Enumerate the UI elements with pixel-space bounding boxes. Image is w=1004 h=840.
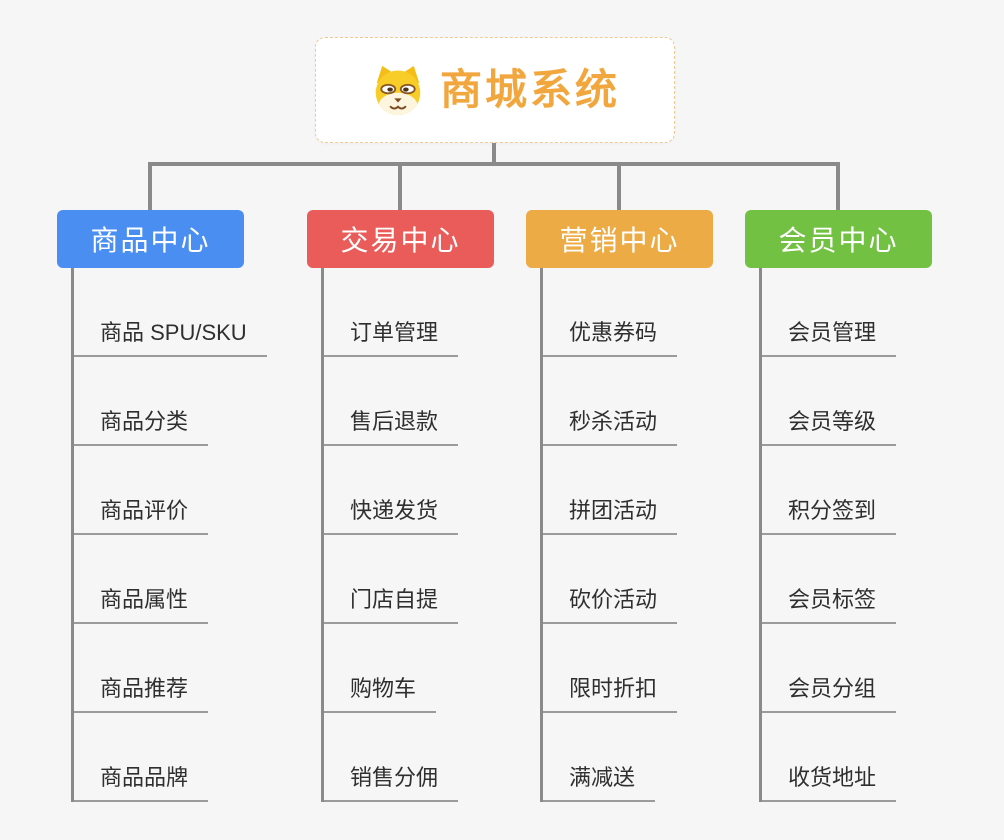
leaf-node-product-spu-sku[interactable]: 商品 SPU/SKU — [74, 320, 267, 357]
leaf-node-shopping-cart[interactable]: 购物车 — [324, 676, 437, 713]
branch-node-marketing-center[interactable]: 营销中心 — [526, 210, 713, 268]
branch-node-product-center[interactable]: 商品中心 — [57, 210, 244, 268]
leaf-node-member-management[interactable]: 会员管理 — [762, 320, 897, 357]
connector-vertical-1 — [148, 164, 152, 210]
leaf-node-store-pickup[interactable]: 门店自提 — [324, 587, 459, 624]
leaf-node-limited-discount[interactable]: 限时折扣 — [543, 676, 678, 713]
shiba-dog-icon — [375, 65, 421, 116]
connector-horizontal — [148, 162, 840, 166]
leaf-node-express-delivery[interactable]: 快递发货 — [324, 498, 459, 535]
branch-node-trade-center[interactable]: 交易中心 — [307, 210, 494, 268]
leaf-node-full-reduction[interactable]: 满减送 — [543, 765, 656, 802]
leaf-node-member-tags[interactable]: 会员标签 — [762, 587, 897, 624]
branch-trunk-member-center: 会员管理 会员等级 积分签到 会员标签 会员分组 收货地址 — [759, 268, 897, 802]
leaf-node-after-sale-refund[interactable]: 售后退款 — [324, 409, 459, 446]
leaf-node-product-review[interactable]: 商品评价 — [74, 498, 209, 535]
leaf-node-product-category[interactable]: 商品分类 — [74, 409, 209, 446]
branch-trunk-trade-center: 订单管理 售后退款 快递发货 门店自提 购物车 销售分佣 — [321, 268, 459, 802]
leaf-node-flash-sale[interactable]: 秒杀活动 — [543, 409, 678, 446]
leaf-node-order-management[interactable]: 订单管理 — [324, 320, 459, 357]
root-title: 商城系统 — [439, 66, 620, 113]
root-node[interactable]: 商城系统 — [315, 37, 675, 143]
branch-node-member-center[interactable]: 会员中心 — [745, 210, 932, 268]
leaf-node-coupon-code[interactable]: 优惠券码 — [543, 320, 678, 357]
leaf-node-bargain-activity[interactable]: 砍价活动 — [543, 587, 678, 624]
leaf-node-product-recommend[interactable]: 商品推荐 — [74, 676, 209, 713]
branch-trunk-marketing-center: 优惠券码 秒杀活动 拼团活动 砍价活动 限时折扣 满减送 — [540, 268, 678, 802]
leaf-node-product-attr[interactable]: 商品属性 — [74, 587, 209, 624]
connector-vertical-2 — [398, 164, 402, 210]
leaf-node-points-checkin[interactable]: 积分签到 — [762, 498, 897, 535]
leaf-node-member-groups[interactable]: 会员分组 — [762, 676, 897, 713]
leaf-node-product-brand[interactable]: 商品品牌 — [74, 765, 209, 802]
connector-vertical-3 — [617, 164, 621, 210]
connector-root-stem — [492, 143, 496, 166]
leaf-node-group-buy[interactable]: 拼团活动 — [543, 498, 678, 535]
branch-trunk-product-center: 商品 SPU/SKU 商品分类 商品评价 商品属性 商品推荐 商品品牌 — [71, 268, 267, 802]
leaf-node-sales-commission[interactable]: 销售分佣 — [324, 765, 459, 802]
leaf-node-shipping-address[interactable]: 收货地址 — [762, 765, 897, 802]
connector-vertical-4 — [836, 164, 840, 210]
leaf-node-member-level[interactable]: 会员等级 — [762, 409, 897, 446]
